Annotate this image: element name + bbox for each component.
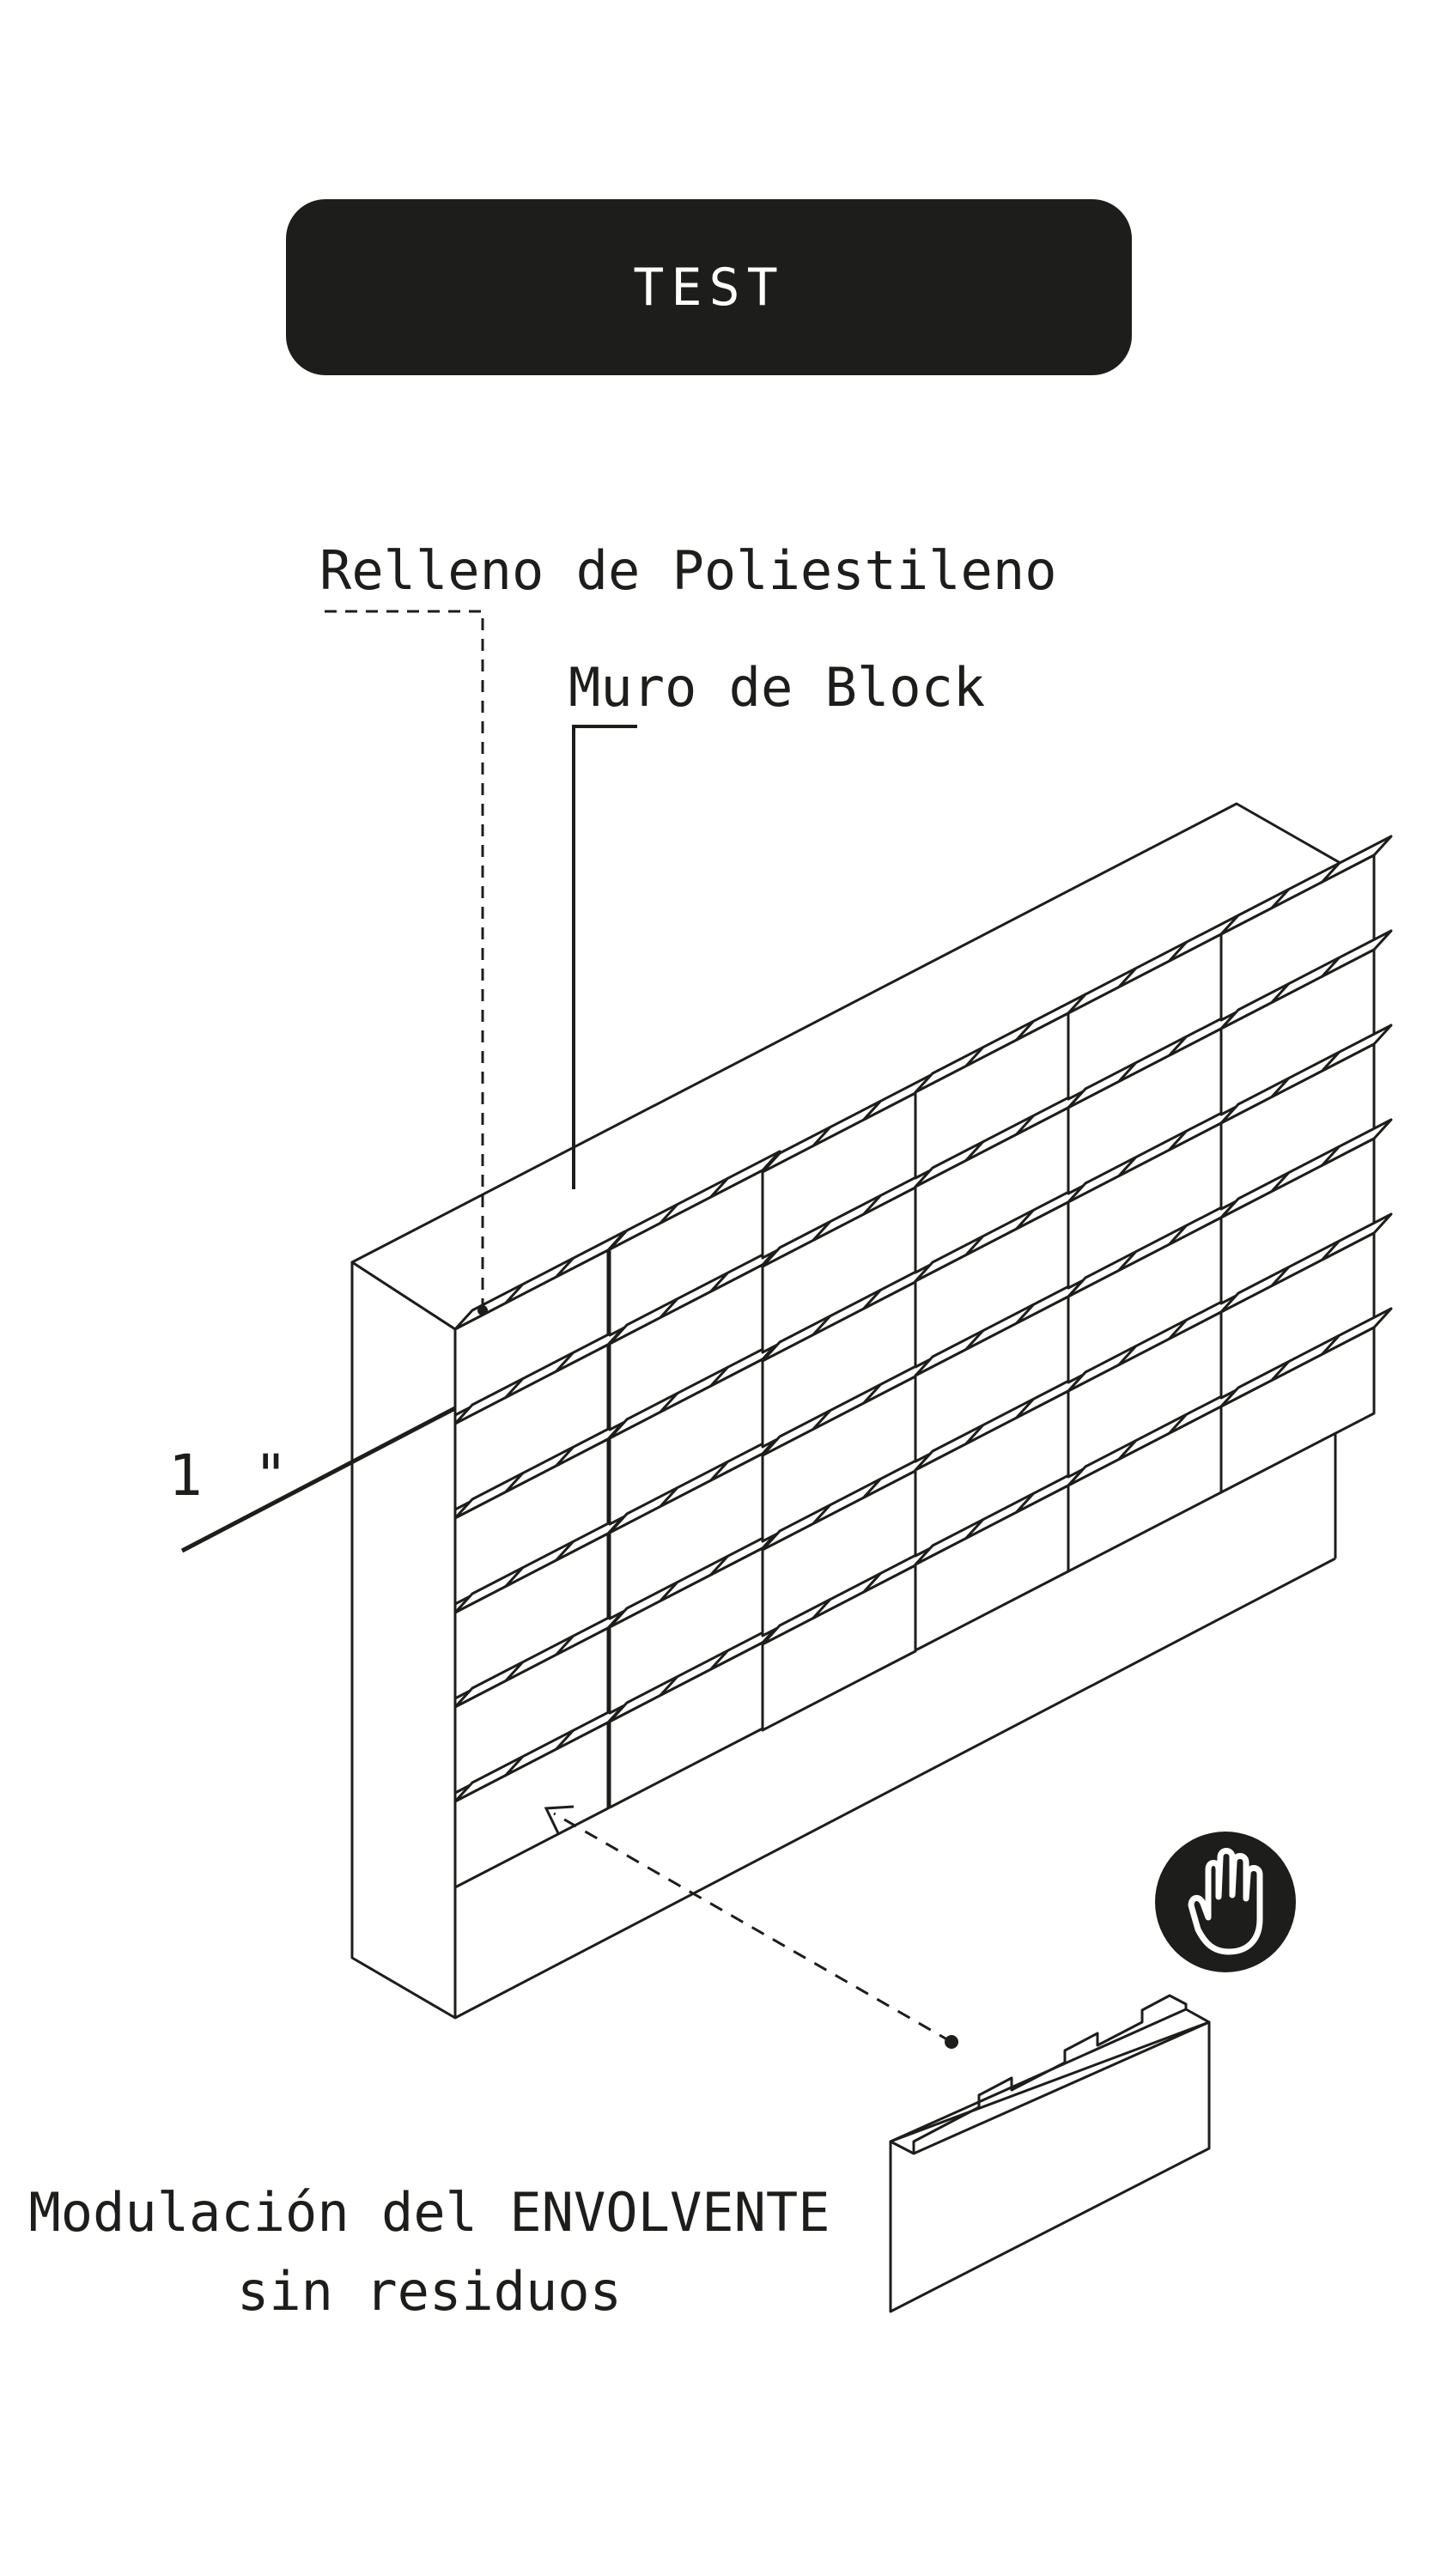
block-web — [1168, 1319, 1188, 1340]
block-web — [555, 1446, 575, 1467]
block-web — [504, 1472, 524, 1493]
block-web — [1015, 1303, 1035, 1325]
block-web — [964, 1140, 984, 1162]
modulation-caption-line1: Modulación del ENVOLVENTE — [28, 2181, 830, 2244]
block-web — [709, 1177, 729, 1199]
block-web — [709, 1461, 729, 1482]
block-web — [555, 1540, 575, 1562]
block-web — [1168, 1130, 1188, 1151]
block-web — [862, 1478, 882, 1499]
block-web — [1321, 1051, 1341, 1072]
block-web — [1168, 1224, 1188, 1246]
block-web — [555, 1257, 575, 1279]
block-web — [504, 1377, 524, 1399]
loose-block — [889, 1994, 1211, 2313]
block-web — [555, 1635, 575, 1656]
block-front-face — [453, 1721, 610, 1889]
block-web — [1270, 1171, 1290, 1193]
block-web — [1168, 1036, 1188, 1057]
block-web — [812, 1598, 831, 1619]
block-web — [1117, 1439, 1137, 1461]
wall-body — [350, 802, 1359, 2020]
block-web — [812, 1126, 831, 1147]
block-web — [1270, 888, 1290, 909]
block-web — [1270, 1077, 1290, 1098]
placement-arrow-dot — [945, 2035, 958, 2049]
title-banner: TEST — [286, 199, 1132, 375]
block-web — [659, 1581, 678, 1602]
block-web — [812, 1504, 831, 1525]
thickness-leader-line — [180, 1406, 457, 1553]
block-web — [812, 1220, 831, 1242]
title-text: TEST — [633, 257, 785, 318]
block-web — [659, 1297, 678, 1319]
block-web — [862, 1194, 882, 1216]
block-web — [1270, 982, 1290, 1004]
fill-label: Relleno de Poliestileno — [319, 539, 1057, 602]
block-web — [1117, 967, 1137, 988]
block-web — [659, 1203, 678, 1224]
block-web — [1117, 1345, 1137, 1366]
block-web — [862, 1100, 882, 1121]
wall-leader-line — [572, 725, 637, 1189]
block-web — [964, 1046, 984, 1067]
block-web — [709, 1555, 729, 1577]
block-web — [1015, 1020, 1035, 1042]
block-web — [659, 1486, 678, 1508]
placement-arrow-line — [553, 1812, 952, 2044]
wall-label: Muro de Block — [568, 656, 986, 719]
block-web — [1015, 1209, 1035, 1230]
block-web — [1321, 957, 1341, 978]
block-web — [1270, 1266, 1290, 1287]
block-web — [659, 1392, 678, 1413]
block-web — [709, 1366, 729, 1388]
block-grid — [453, 835, 1393, 1889]
wall-bottom-edge — [454, 1557, 1336, 2020]
fill-leader-dot — [477, 1305, 488, 1315]
block-web — [1117, 1061, 1137, 1083]
block-web — [964, 1424, 984, 1445]
modulation-caption-line2: sin residuos — [237, 2260, 622, 2323]
block-web — [964, 1518, 984, 1540]
wall-side-face — [350, 1261, 457, 2020]
block-web — [1015, 1492, 1035, 1514]
block-web — [964, 1329, 984, 1351]
block-web — [504, 1755, 524, 1777]
fill-leader-line — [325, 610, 484, 1310]
block-web — [1321, 1145, 1341, 1167]
block-web — [504, 1283, 524, 1304]
block-web — [709, 1272, 729, 1293]
block-web — [1168, 941, 1188, 963]
block-web — [1117, 1156, 1137, 1177]
block-web — [862, 1572, 882, 1594]
block-web — [555, 1352, 575, 1373]
block-web — [964, 1235, 984, 1256]
thickness-label: 1 " — [168, 1443, 297, 1509]
placement-arrow-head — [544, 1805, 575, 1834]
block-front-face — [1219, 1326, 1376, 1494]
block-web — [1270, 1360, 1290, 1382]
block-web — [555, 1729, 575, 1751]
block-web — [812, 1409, 831, 1431]
block-web — [1015, 1115, 1035, 1136]
block-web — [1015, 1398, 1035, 1419]
block-web — [1168, 1413, 1188, 1435]
block-web — [862, 1289, 882, 1310]
block-web — [812, 1315, 831, 1336]
block-web — [1321, 1334, 1341, 1356]
block-web — [1321, 1240, 1341, 1261]
block-web — [1321, 862, 1341, 884]
block-web — [504, 1566, 524, 1588]
block-web — [862, 1383, 882, 1405]
hand-stop-icon — [1155, 1832, 1296, 1972]
block-web — [504, 1661, 524, 1682]
block-web — [659, 1675, 678, 1697]
block-web — [1117, 1250, 1137, 1272]
block-web — [709, 1649, 729, 1671]
